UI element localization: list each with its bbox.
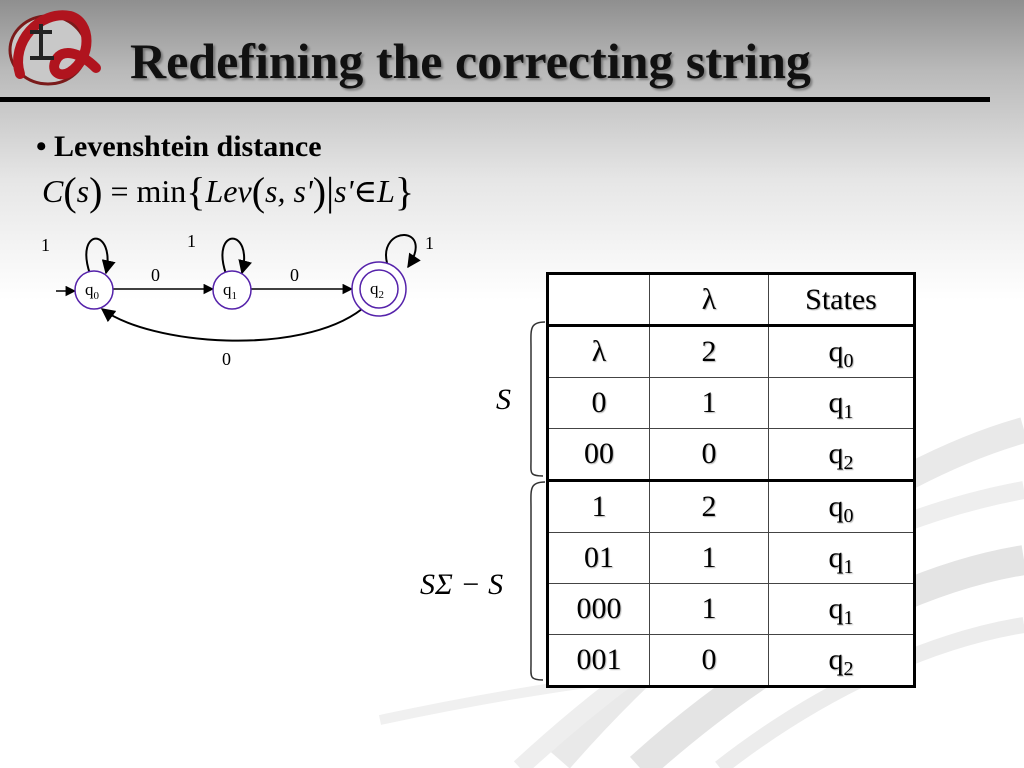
formula-min: min	[136, 173, 187, 209]
table-row: 1 2 q0	[547, 480, 915, 533]
cell-prefix: 0	[547, 377, 650, 429]
loop-label-q0: 1	[41, 235, 50, 255]
table-row: λ 2 q0	[547, 325, 915, 378]
observation-table: λ States λ 2 q0 0 1 q1 00 0 q2 1 2 q0 01…	[546, 272, 916, 688]
alpha-logo-icon	[8, 10, 101, 86]
row-group-brackets	[530, 321, 546, 681]
edge-label-q2-q0: 0	[222, 349, 231, 369]
cell-value: 0	[649, 634, 769, 687]
cell-state: q1	[768, 532, 915, 584]
header-prefix	[547, 273, 650, 327]
cell-prefix: 000	[547, 583, 650, 635]
loop-label-q2: 1	[425, 233, 434, 253]
cell-state: q0	[768, 325, 915, 378]
cell-prefix: λ	[547, 325, 650, 378]
bullet-item: • Levenshtein distance	[36, 130, 322, 163]
formula-cond-set: L	[377, 173, 395, 209]
svg-text:q2: q2	[370, 279, 384, 301]
state-q2-accepting: q2	[351, 261, 407, 317]
table-row: 01 1 q1	[547, 532, 915, 584]
levenshtein-formula: C(s) = min{Lev(s, s')|s'∈L}	[42, 169, 415, 214]
formula-lhs-arg: s	[76, 173, 90, 209]
cell-state: q1	[768, 583, 915, 635]
cell-state: q2	[768, 428, 915, 482]
header-states: States	[768, 273, 915, 327]
label-S: S	[496, 383, 511, 416]
edge-q2-q0	[100, 308, 363, 342]
table-header-row: λ States	[547, 273, 915, 327]
cell-value: 1	[649, 583, 769, 635]
header-lambda: λ	[649, 273, 769, 327]
automaton-diagram: 1 1 1 0 0 0 q0 q1 q2	[41, 231, 434, 369]
slide-title: Redefining the correcting string	[130, 33, 811, 89]
cell-prefix: 00	[547, 428, 650, 482]
self-loop-q0	[85, 237, 116, 275]
cell-state: q1	[768, 377, 915, 429]
edge-label-q1-q2: 0	[290, 265, 299, 285]
table-row: 00 0 q2	[547, 428, 915, 482]
bullet-text: Levenshtein distance	[54, 130, 322, 163]
formula-inner-args: s, s'	[265, 173, 313, 209]
cell-value: 1	[649, 532, 769, 584]
cell-value: 2	[649, 325, 769, 378]
formula-inner-fn: Lev	[205, 173, 252, 209]
title-divider	[0, 97, 990, 102]
cell-prefix: 001	[547, 634, 650, 687]
loop-label-q1: 1	[187, 231, 196, 251]
table-row: 000 1 q1	[547, 583, 915, 635]
formula-equals: =	[110, 173, 129, 209]
formula-cond-var: s'	[334, 173, 354, 209]
state-q1: q1	[212, 270, 252, 310]
label-S-sigma-minus-S: SΣ − S	[420, 568, 504, 601]
state-q0: q0	[74, 270, 114, 310]
table-row: 001 0 q2	[547, 634, 915, 687]
cell-state: q2	[768, 634, 915, 687]
cell-value: 1	[649, 377, 769, 429]
self-loop-q1	[221, 237, 252, 275]
cell-value: 2	[649, 480, 769, 533]
svg-text:q0: q0	[85, 280, 100, 302]
formula-cond-rel: ∈	[353, 173, 378, 209]
cell-prefix: 1	[547, 480, 650, 533]
self-loop-q2	[385, 234, 421, 269]
cell-value: 0	[649, 428, 769, 482]
cell-state: q0	[768, 480, 915, 533]
table-row: 0 1 q1	[547, 377, 915, 429]
cell-prefix: 01	[547, 532, 650, 584]
svg-text:q1: q1	[223, 280, 237, 302]
edge-label-q0-q1: 0	[151, 265, 160, 285]
formula-lhs-fn: C	[42, 173, 64, 209]
